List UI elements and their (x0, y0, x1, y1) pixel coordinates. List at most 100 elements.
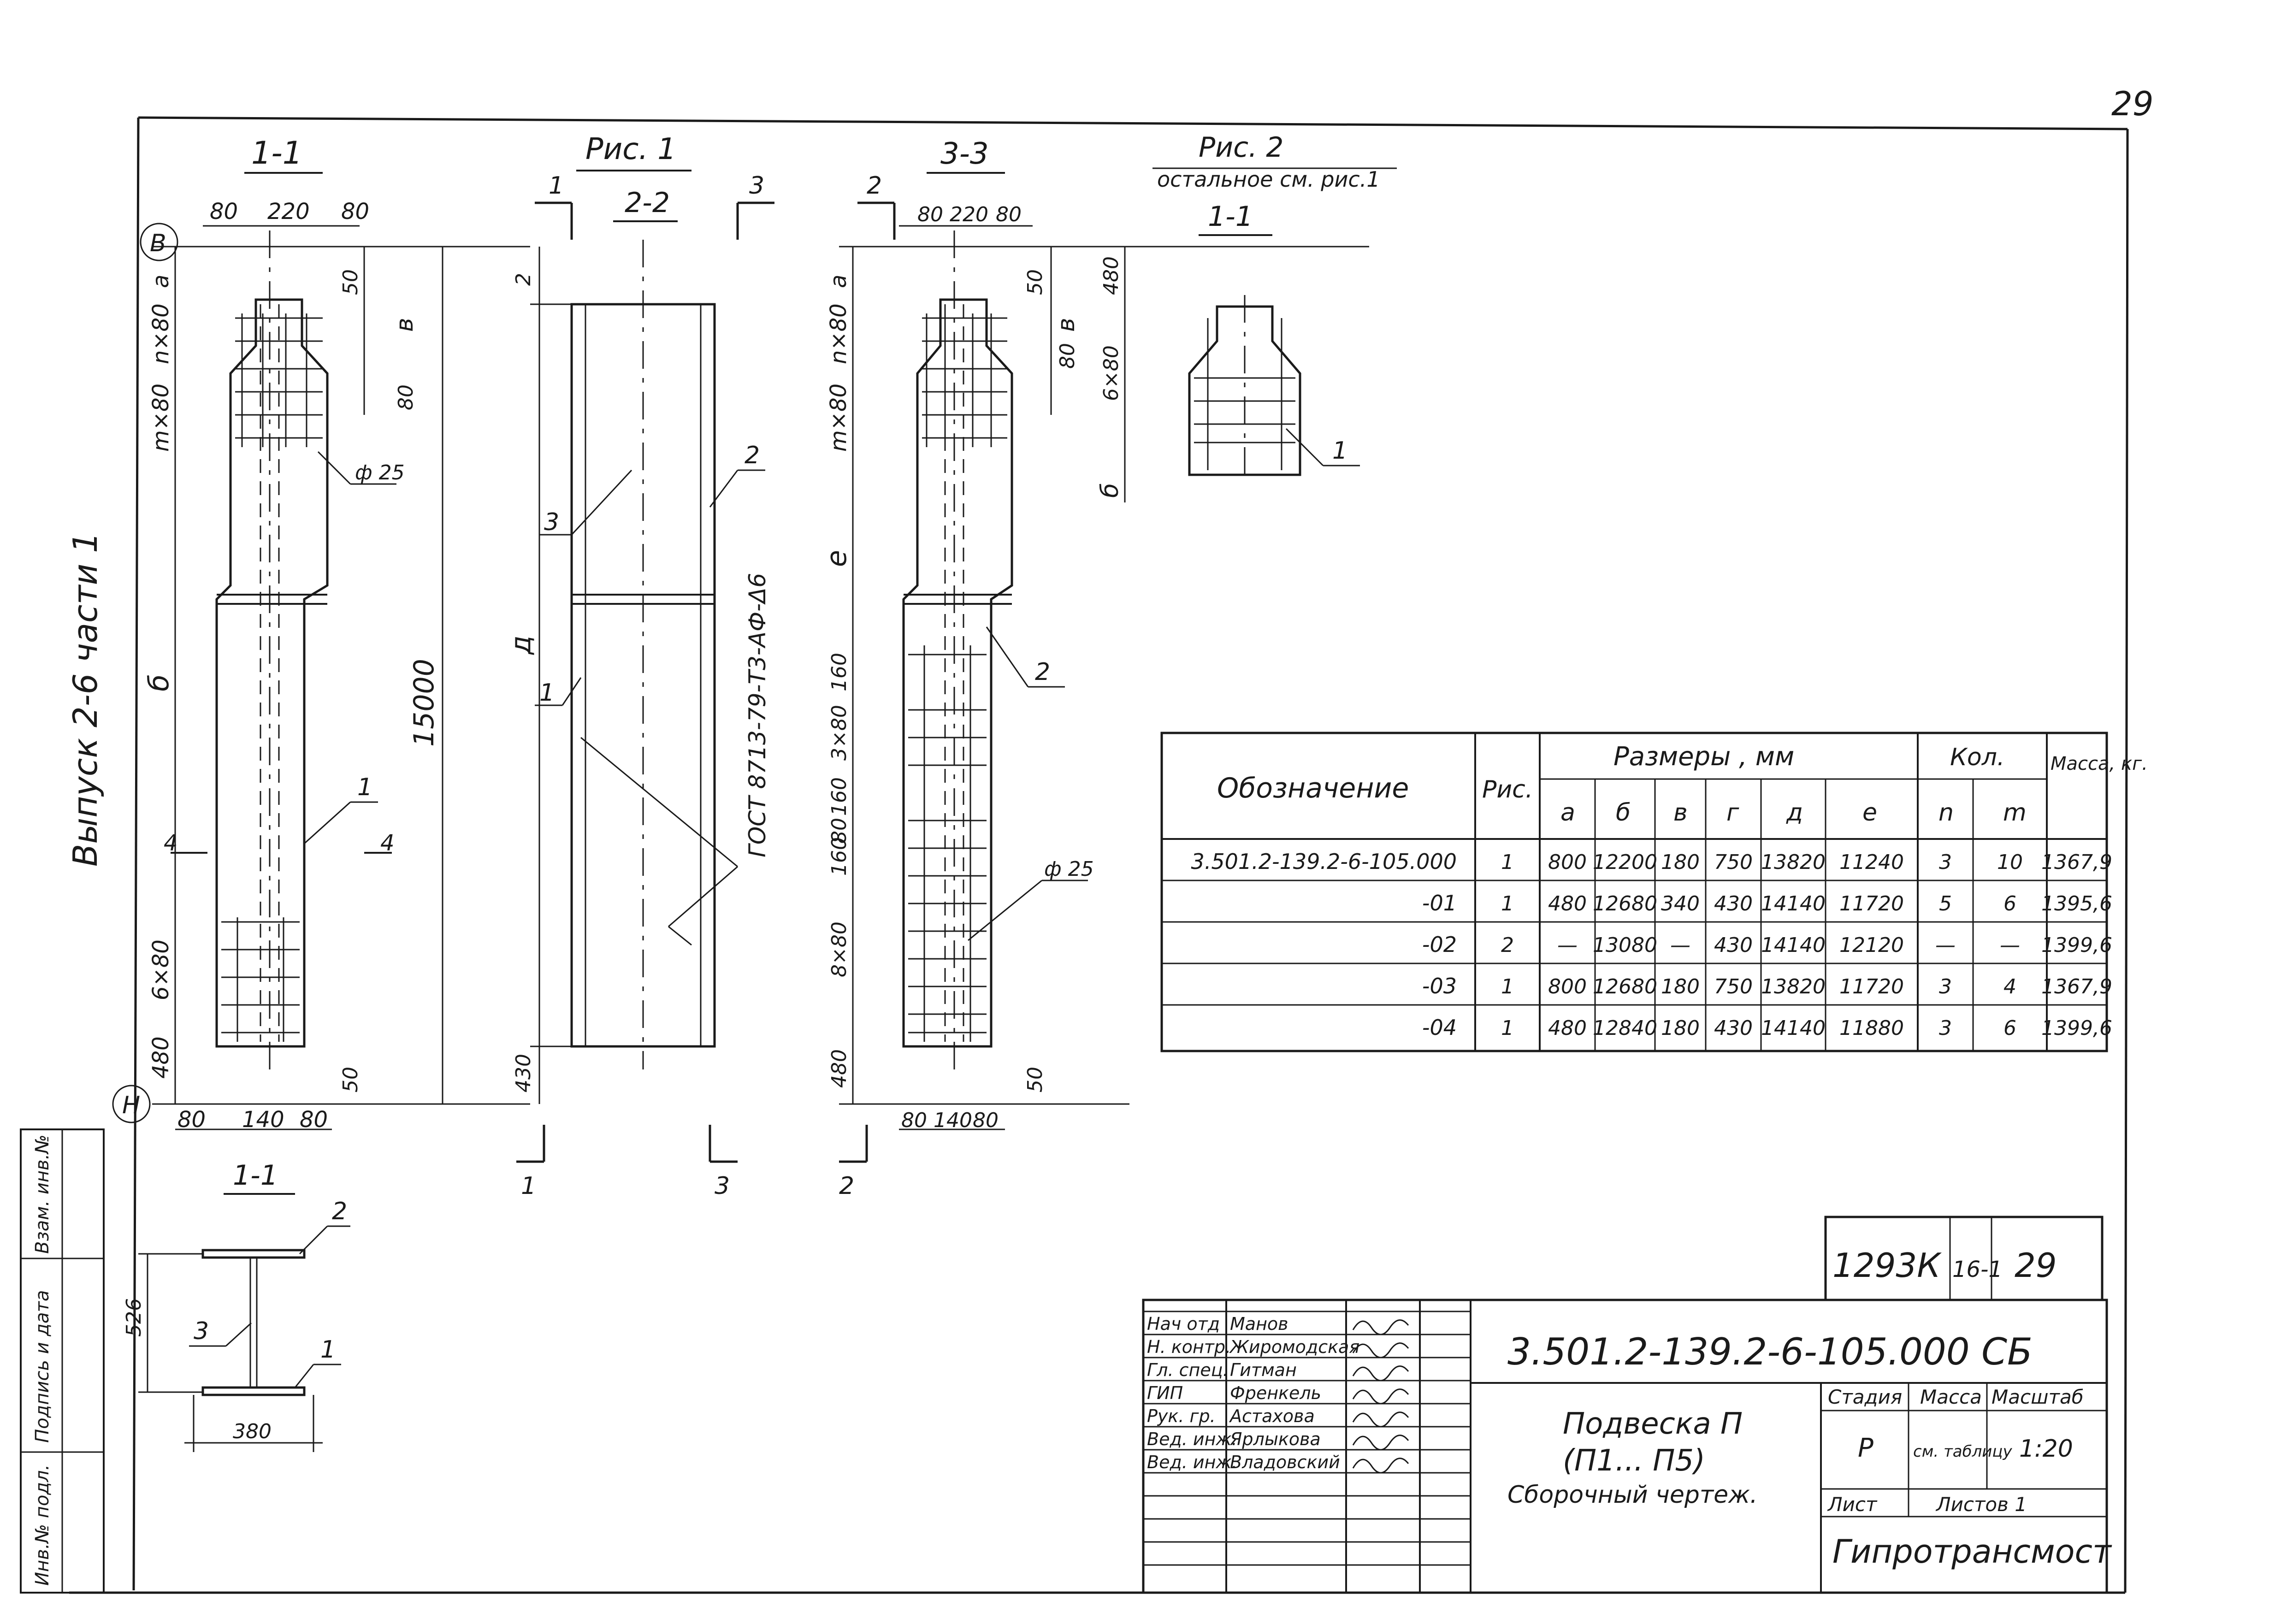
fig2-subtitle: остальное см. рис.1 (1157, 167, 1380, 192)
i-section-height: 526 (122, 1298, 146, 1337)
section-1-1: 1-1 В Н (112, 135, 530, 1133)
staff-name: Ярлыкова (1229, 1429, 1321, 1449)
dim-bottom-11-0: 80 (177, 1107, 206, 1133)
table-cell: 1367,9 (2041, 850, 2112, 874)
i-callout-2: 2 (332, 1198, 347, 1225)
dim-bottom-33-0: 80 (901, 1109, 927, 1132)
staff-name: Владовский (1230, 1452, 1340, 1472)
table-cell: 6 (2003, 1016, 2016, 1040)
mass-value: см. таблицу (1913, 1442, 2013, 1461)
right-dim-11-v: в (391, 318, 419, 332)
cut-2-top: 2 (867, 172, 882, 200)
th-sub-v: в (1673, 799, 1688, 827)
table-cell: — (2000, 933, 2020, 957)
dim-bottom-33-1: 140 (934, 1109, 972, 1132)
left-dim-33-n80: n×80 (826, 303, 851, 364)
top-code2: 16-1 (1952, 1257, 2003, 1282)
table-cell: — (1557, 933, 1578, 957)
staff-role: Вед. инж. (1147, 1429, 1237, 1449)
left-dim-33-160c: 160 (827, 837, 851, 876)
th-fig: Рис. (1482, 776, 1533, 803)
table-cell: 340 (1661, 892, 1700, 915)
signature-mark (1352, 1458, 1409, 1474)
table-cell: 2 (1501, 933, 1514, 957)
name-line2: (П1... П5) (1563, 1444, 1705, 1478)
name-line1: Подвеска П (1563, 1407, 1743, 1441)
staff-name: Гитман (1230, 1360, 1297, 1380)
section-3-3-title: 3-3 (940, 137, 989, 171)
staff-role: Вед. инж. (1147, 1452, 1237, 1472)
table-cell: 11880 (1839, 1016, 1904, 1040)
staff-name: Манов (1230, 1314, 1288, 1334)
table-cell: -03 (1422, 974, 1457, 998)
bolt-grid-top-3-3 (922, 313, 1007, 447)
left-dim-11-480: 480 (148, 1036, 174, 1079)
table-cell: 430 (1714, 933, 1753, 957)
table-cell: 430 (1714, 1016, 1753, 1040)
section-3-3: 3-3 2 (821, 137, 1245, 1200)
table-cell: 4 (2003, 975, 2016, 998)
axis-b-label: В (150, 230, 166, 257)
left-dim-11-a: а (148, 275, 174, 288)
bolt-grid-bottom-1-1 (221, 917, 300, 1042)
axis-h-label: Н (122, 1092, 140, 1119)
left-stamp: Инв.№ подл. Подпись и дата Взам. инв.№ (20, 1128, 105, 1594)
dim-bottom-11-2: 80 (300, 1107, 328, 1133)
signature-mark (1352, 1342, 1409, 1358)
dim-top-11-0: 80 (210, 199, 238, 224)
top-sheet: 29 (2015, 1246, 2057, 1285)
table-cell: 12120 (1839, 933, 1904, 957)
sheets-label: Листов 1 (1935, 1493, 2027, 1516)
page-number: 29 (2111, 84, 2154, 123)
table-cell: — (1935, 933, 1956, 957)
table-cell: 430 (1714, 892, 1753, 915)
table-cell: 1367,9 (2041, 975, 2112, 998)
table-cell: 1 (1501, 850, 1514, 874)
i-callout-3: 3 (194, 1317, 209, 1345)
org-name: Гипротрансмост (1832, 1533, 2112, 1571)
scale-value: 1:20 (2019, 1435, 2073, 1463)
table-cell: 12680 (1593, 975, 1657, 998)
left-dim-33-a: а (826, 275, 851, 288)
table-cell: 11240 (1839, 850, 1904, 874)
scale-label: Масштаб (1992, 1386, 2084, 1408)
signature-mark (1352, 1411, 1409, 1428)
left-dim-33-160b: 160 (827, 777, 851, 816)
th-dims: Размеры , мм (1613, 742, 1794, 772)
left-dim-33-80: 80 (827, 818, 851, 844)
section-1-1-title: 1-1 (251, 135, 302, 171)
table-cell: 480 (1548, 1016, 1587, 1040)
bolt-grid-mid-3-3 (908, 645, 987, 1042)
i-section-width: 380 (233, 1420, 272, 1443)
doc-code: 3.501.2-139.2-6-105.000 СБ (1507, 1330, 2033, 1373)
signature-mark (1352, 1388, 1409, 1405)
fig1-title: Рис. 1 (585, 132, 676, 166)
fig2-section: 1-1 (1208, 201, 1253, 233)
top-code: 1293К (1832, 1246, 1942, 1285)
table-cell: 180 (1661, 975, 1700, 998)
fig2: Рис. 2 остальное см. рис.1 1-1 480 6×80 … (1096, 131, 1397, 502)
table-cell: 750 (1714, 975, 1753, 998)
section-2-2-title: 2-2 (625, 187, 670, 219)
table-cell: 1 (1501, 975, 1514, 998)
table-cell: 14140 (1761, 933, 1826, 957)
th-sub-g: г (1726, 799, 1739, 827)
bolt-grid-top-1-1 (235, 313, 323, 447)
sheet-label: Лист (1827, 1493, 1878, 1516)
table-cell: 12840 (1593, 1016, 1657, 1040)
stamp-sign-date: Подпись и дата (32, 1290, 53, 1443)
fig2-callout: 1 (1332, 437, 1347, 465)
cut-2-bottom: 2 (839, 1172, 854, 1200)
callout-11-1: 1 (357, 774, 372, 801)
table-cell: -02 (1422, 932, 1457, 957)
cut-3-top: 3 (749, 172, 764, 200)
left-dim-33-e: е (821, 550, 853, 567)
th-designation: Обозначение (1217, 772, 1409, 804)
th-sub-m: m (2003, 799, 2027, 827)
staff-name: Френкель (1230, 1383, 1321, 1403)
table-cell: — (1670, 933, 1690, 957)
table-cell: 1 (1501, 892, 1514, 915)
left-dim-11-680: 6×80 (148, 939, 174, 1000)
